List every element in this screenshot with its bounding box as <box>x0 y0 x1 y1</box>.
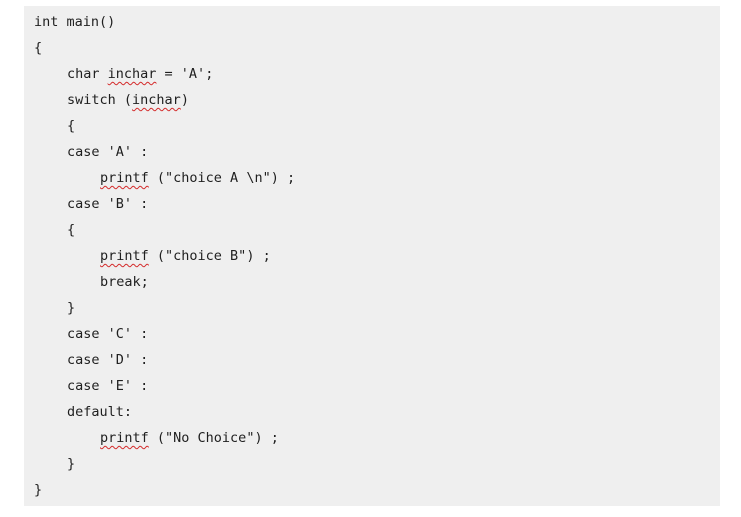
code-token: switch ( <box>67 92 133 108</box>
code-line: switch (inchar) <box>67 87 189 113</box>
code-token: = 'A'; <box>156 66 214 82</box>
code-token: { <box>67 118 76 134</box>
code-token: break; <box>100 274 149 290</box>
code-line: { <box>67 217 75 243</box>
code-token: case 'E' : <box>67 378 149 394</box>
code-token: case 'D' : <box>67 352 149 368</box>
code-line: } <box>67 451 75 477</box>
code-token: int main() <box>34 14 116 30</box>
code-token: { <box>34 40 43 56</box>
spellcheck-token: printf <box>100 248 149 264</box>
code-line: case 'B' : <box>67 191 148 217</box>
code-line: break; <box>100 269 149 295</box>
code-token: case 'C' : <box>67 326 149 342</box>
code-token: case 'A' : <box>67 144 149 160</box>
code-line: int main() <box>34 9 115 35</box>
code-line: { <box>67 113 75 139</box>
code-block: int main(){char inchar = 'A';switch (inc… <box>24 6 720 506</box>
code-line: char inchar = 'A'; <box>67 61 213 87</box>
code-line: { <box>34 35 42 61</box>
code-token: default: <box>67 404 133 420</box>
code-line: case 'A' : <box>67 139 148 165</box>
spellcheck-token: printf <box>100 430 149 446</box>
code-line: case 'D' : <box>67 347 148 373</box>
code-line: printf ("No Choice") ; <box>100 425 279 451</box>
code-token: ("No Choice") ; <box>148 430 279 446</box>
code-line: case 'C' : <box>67 321 148 347</box>
code-token: { <box>67 222 76 238</box>
code-line: default: <box>67 399 132 425</box>
code-token: ) <box>180 92 189 108</box>
code-line: printf ("choice A \n") ; <box>100 165 295 191</box>
code-token: char <box>67 66 108 82</box>
spellcheck-token: inchar <box>132 92 181 108</box>
code-line: } <box>34 477 42 503</box>
spellcheck-token: printf <box>100 170 149 186</box>
code-line: } <box>67 295 75 321</box>
code-token: } <box>67 456 76 472</box>
code-token: } <box>34 482 43 498</box>
code-line: printf ("choice B") ; <box>100 243 271 269</box>
code-line: case 'E' : <box>67 373 148 399</box>
code-token: } <box>67 300 76 316</box>
code-token: ("choice B") ; <box>148 248 271 264</box>
code-token: case 'B' : <box>67 196 149 212</box>
spellcheck-token: inchar <box>107 66 157 82</box>
code-token: ("choice A \n") ; <box>148 170 296 186</box>
